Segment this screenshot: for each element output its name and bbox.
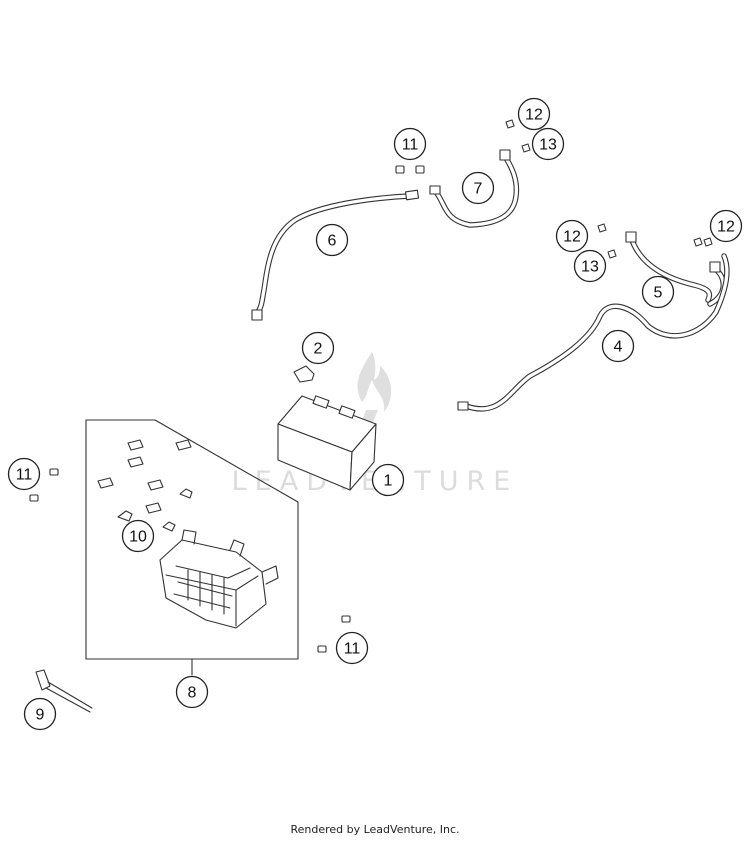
callout-9: 9 — [23, 697, 57, 731]
callout-12-middle: 12 — [555, 219, 589, 253]
flame-logo-icon — [357, 352, 392, 412]
svg-text:13: 13 — [539, 137, 557, 154]
svg-text:2: 2 — [314, 341, 323, 358]
callout-12-top: 12 — [517, 97, 551, 131]
callout-6: 6 — [315, 223, 349, 257]
svg-text:12: 12 — [525, 107, 543, 124]
callout-5: 5 — [641, 275, 675, 309]
svg-text:11: 11 — [16, 467, 33, 484]
screws — [29, 165, 425, 653]
callout-11-top: 11 — [393, 127, 427, 161]
svg-text:8: 8 — [188, 685, 197, 702]
footer-credit: Rendered by LeadVenture, Inc. — [290, 823, 460, 836]
pads — [97, 439, 192, 514]
svg-text:12: 12 — [717, 219, 735, 236]
callout-11-left: 11 — [7, 457, 41, 491]
callout-7: 7 — [461, 171, 495, 205]
callout-8: 8 — [175, 675, 209, 709]
cable-4 — [457, 253, 730, 412]
svg-text:6: 6 — [328, 233, 337, 250]
callout-10: 10 — [121, 519, 155, 553]
cable-7 — [429, 149, 520, 228]
callout-12-right: 12 — [709, 209, 743, 243]
callout-2: 2 — [301, 331, 335, 365]
callout-13-top: 13 — [531, 127, 565, 161]
callout-4: 4 — [601, 329, 635, 363]
battery — [277, 395, 377, 491]
nuts — [505, 119, 713, 259]
svg-text:11: 11 — [344, 641, 361, 658]
watermark-text: LEADVENTURE — [232, 466, 519, 497]
svg-text:10: 10 — [129, 529, 147, 546]
svg-text:5: 5 — [654, 285, 663, 302]
group-box-outline — [85, 419, 299, 660]
terminal-cover — [293, 365, 315, 383]
clips — [117, 488, 193, 532]
svg-text:13: 13 — [581, 259, 599, 276]
callout-1: 1 — [371, 463, 405, 497]
callout-11-bottom: 11 — [335, 631, 369, 665]
callout-13-middle: 13 — [573, 249, 607, 283]
svg-text:11: 11 — [402, 137, 419, 154]
battery-tray — [159, 529, 279, 629]
svg-text:9: 9 — [36, 707, 45, 724]
svg-text:4: 4 — [614, 339, 623, 356]
bracket — [35, 669, 93, 713]
svg-text:7: 7 — [474, 181, 483, 198]
callouts: 1 2 4 5 6 7 8 9 — [7, 97, 743, 731]
svg-text:12: 12 — [563, 229, 581, 246]
cable-6 — [251, 189, 420, 321]
svg-text:1: 1 — [384, 473, 393, 490]
